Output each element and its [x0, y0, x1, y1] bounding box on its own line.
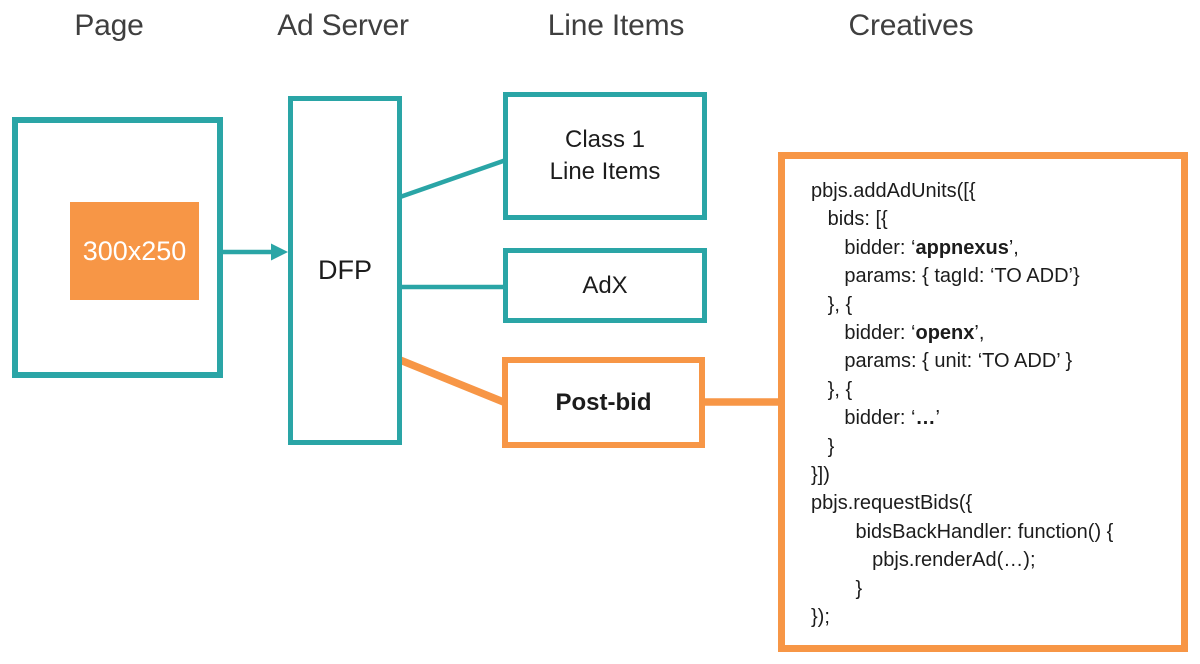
dfp-box: DFP [288, 96, 402, 445]
code-line: bidder: ‘appnexus’, [811, 236, 1019, 259]
creatives-code: pbjs.addAdUnits([{ bids: [{ bidder: ‘app… [785, 159, 1181, 632]
column-header-ad-server: Ad Server [277, 9, 409, 42]
adx-label: AdX [582, 271, 628, 299]
code-line: bids: [{ [811, 208, 888, 231]
code-line: pbjs.requestBids({ [811, 492, 973, 515]
connector-dfp-to-class1 [399, 157, 507, 200]
creatives-box: pbjs.addAdUnits([{ bids: [{ bidder: ‘app… [778, 152, 1188, 652]
code-line: pbjs.renderAd(…); [811, 549, 1036, 572]
postbid-box: Post-bid [502, 357, 705, 448]
dfp-label: DFP [318, 255, 372, 285]
column-header-line-items: Line Items [547, 9, 685, 42]
postbid-label: Post-bid [555, 388, 652, 416]
code-line: }, { [811, 378, 853, 401]
code-line: bidder: ‘openx’, [811, 322, 985, 345]
ad-slot-300x250: 300x250 [70, 202, 199, 300]
column-header-creatives: Creatives [848, 9, 974, 42]
class1-label-line1: Class 1 [564, 126, 646, 153]
code-line: }, { [811, 293, 853, 316]
code-line: }]) [811, 464, 830, 487]
code-line: bidder: ‘…’ [811, 407, 940, 430]
code-line: }); [811, 606, 830, 629]
class1-label-line2: Line Items [549, 158, 661, 185]
ad-slot-label: 300x250 [82, 235, 187, 266]
code-line: pbjs.addAdUnits([{ [811, 180, 976, 202]
class1-line-items-box: Class 1 Line Items [503, 92, 707, 220]
adx-box: AdX [503, 248, 707, 323]
code-line: params: { tagId: ‘TO ADD’} [811, 265, 1080, 288]
column-header-page: Page [74, 9, 144, 42]
code-line: bidsBackHandler: function() { [811, 520, 1114, 543]
arrow-adslot-to-dfp-head [271, 243, 288, 261]
code-line: } [811, 435, 835, 458]
code-line: } [811, 577, 863, 600]
code-line: params: { unit: ‘TO ADD’ } [811, 350, 1073, 373]
connector-dfp-to-postbid [398, 356, 508, 407]
